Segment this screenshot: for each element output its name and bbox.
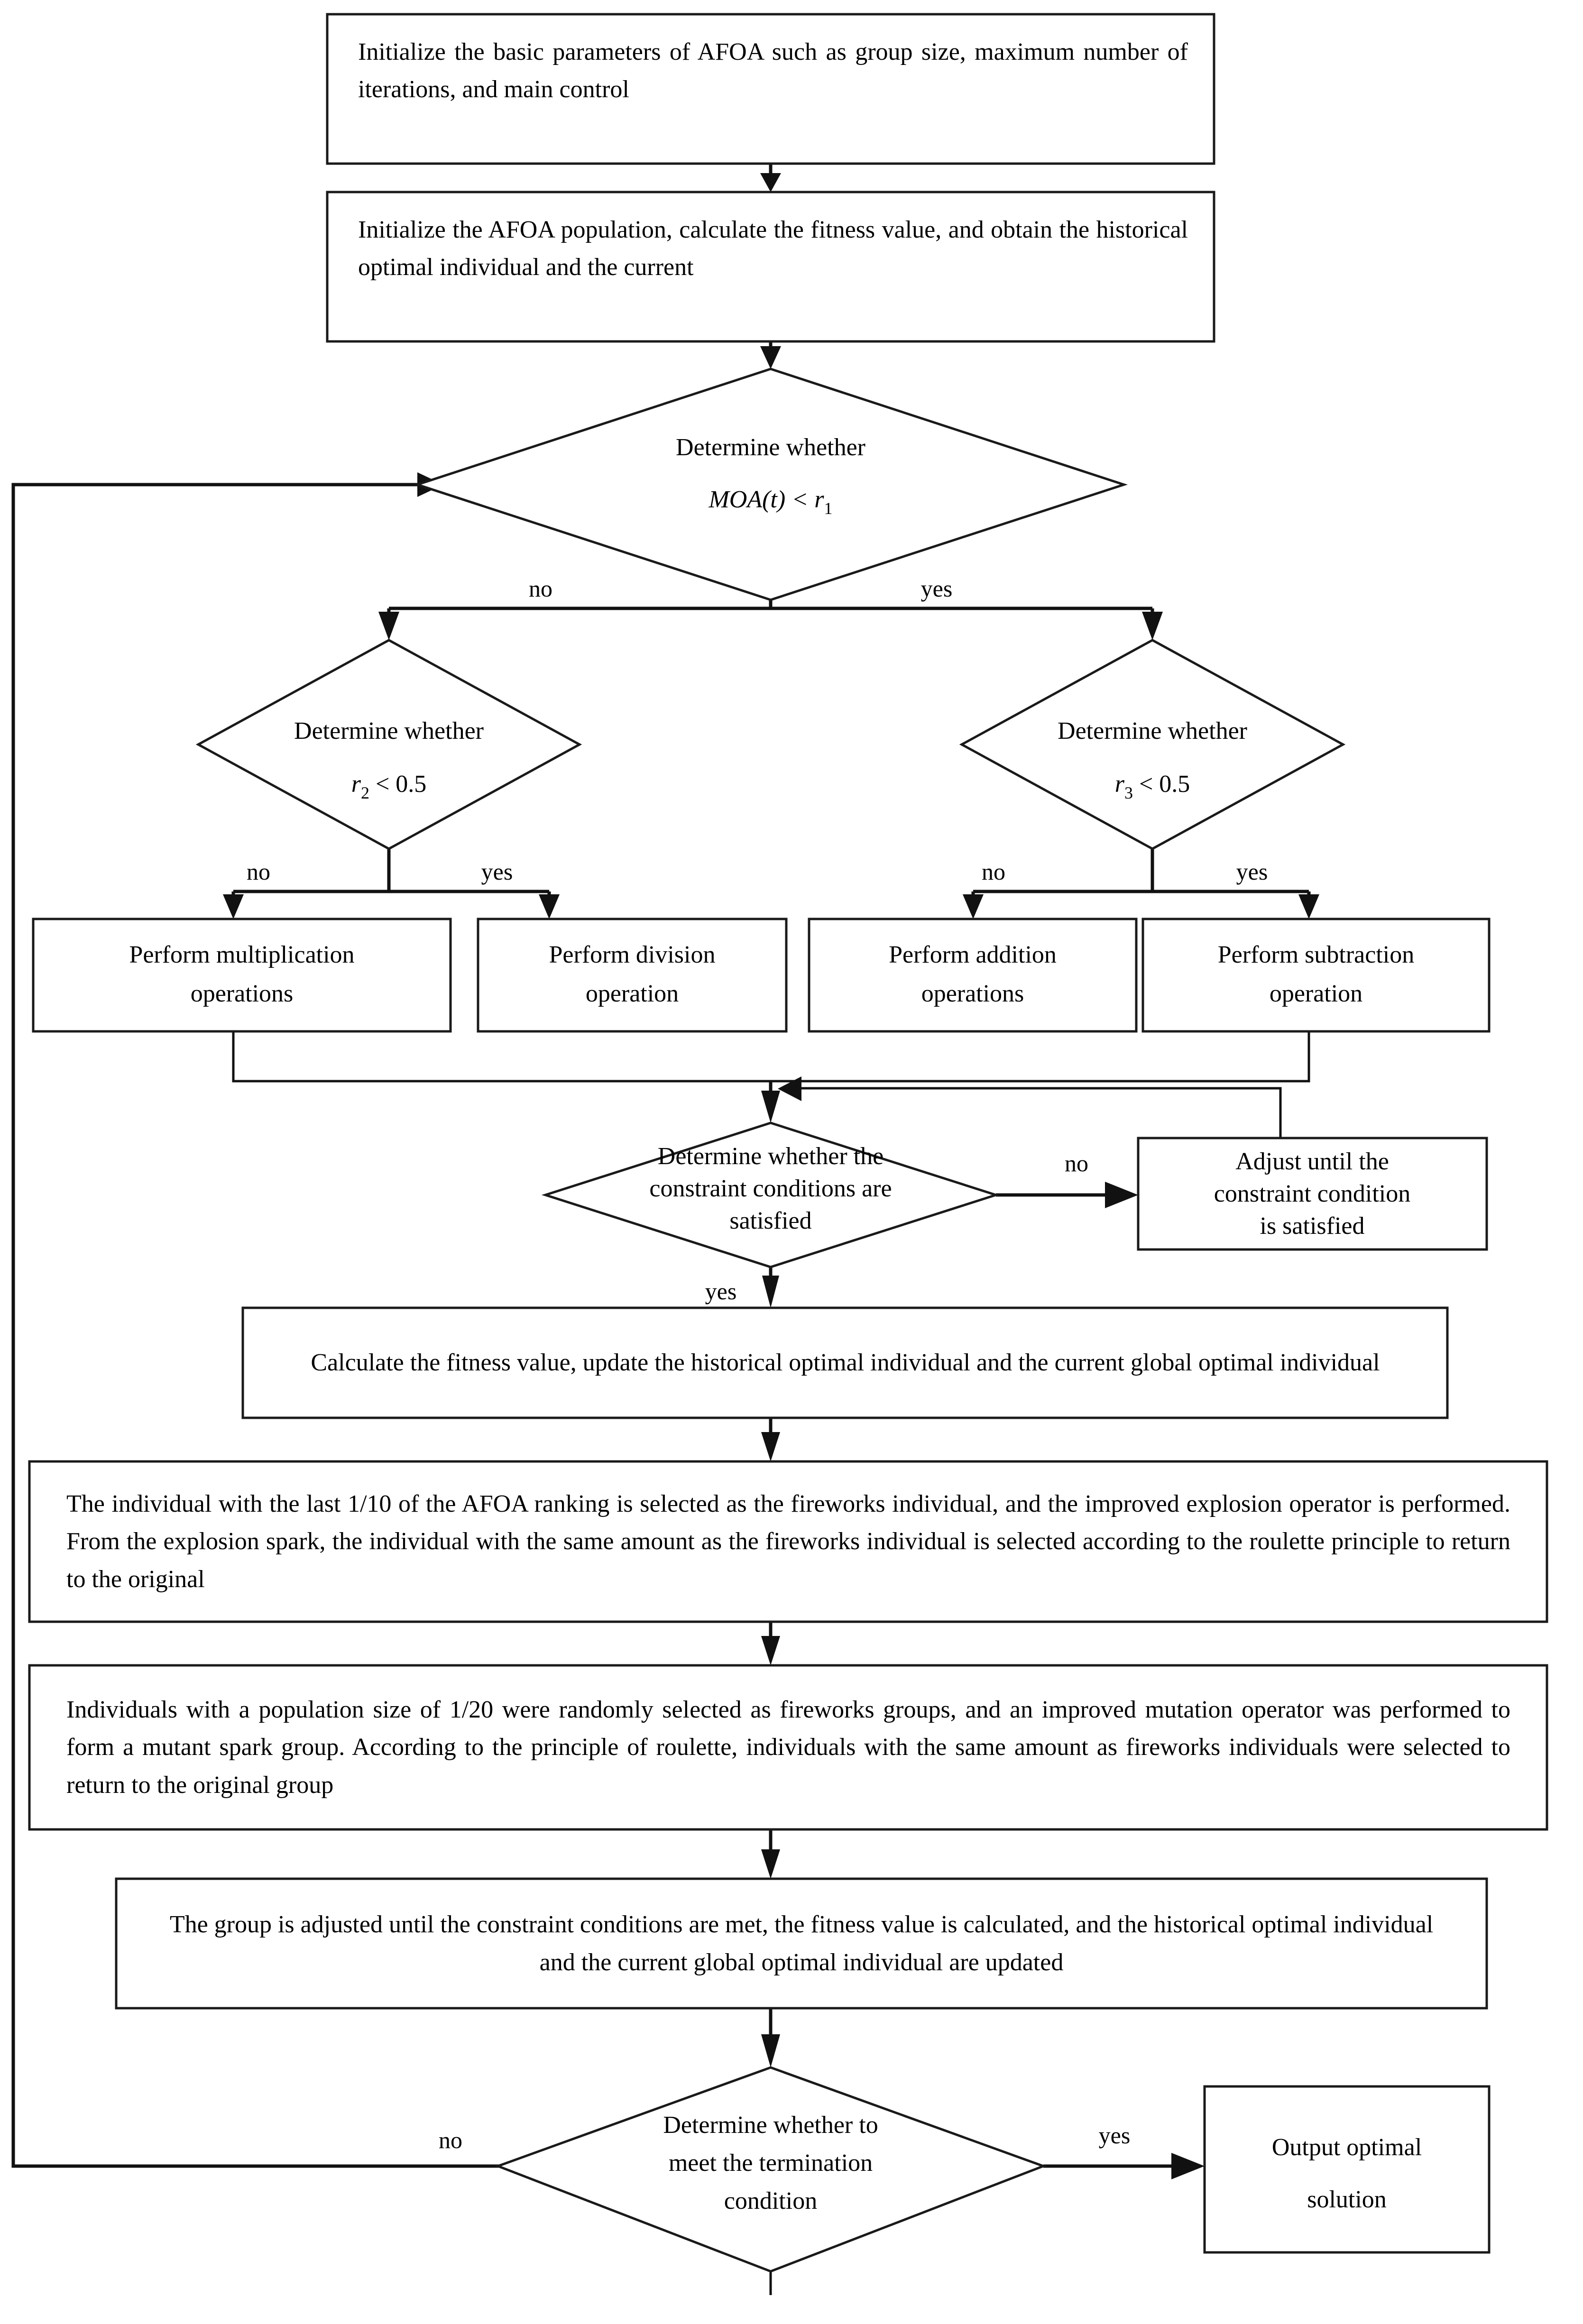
node-calc-fitness bbox=[241, 1306, 1449, 1419]
decision-constraint-line3: satisfied bbox=[729, 1207, 811, 1234]
moa-sym: r bbox=[814, 486, 824, 513]
node-op-division bbox=[477, 918, 788, 1033]
edge-label-r2-yes: yes bbox=[481, 858, 513, 885]
op-addition-line1: Perform addition bbox=[889, 941, 1057, 968]
decision-constraint-line1: Determine whether the bbox=[658, 1143, 884, 1170]
edge-init-params-to-init-population bbox=[760, 164, 781, 192]
moa-prefix: MOA bbox=[708, 486, 762, 513]
edge-termination-yes-to-output bbox=[1043, 2153, 1205, 2179]
adjust-constraint-line3: is satisfied bbox=[1260, 1213, 1365, 1240]
edge-constraint-no-to-adjust bbox=[996, 1182, 1138, 1208]
edge-label-r3-yes: yes bbox=[1236, 858, 1268, 885]
op-multiplication-line1: Perform multiplication bbox=[129, 941, 354, 968]
r3-cmp: < 0.5 bbox=[1133, 771, 1190, 798]
op-subtraction-line2: operation bbox=[1270, 980, 1362, 1007]
edge-operations-merge-to-constraint bbox=[232, 1031, 1310, 1123]
node-decision-r2 bbox=[195, 639, 582, 850]
edge-label-r3-no: no bbox=[982, 858, 1005, 885]
node-op-addition bbox=[808, 918, 1138, 1033]
node-adjust-group bbox=[115, 1877, 1488, 2010]
r3-sub: 3 bbox=[1124, 783, 1133, 802]
edge-label-moa-no: no bbox=[529, 575, 552, 602]
node-decision-moa bbox=[413, 367, 1128, 601]
node-decision-r3 bbox=[959, 639, 1346, 850]
decision-constraint-line2: constraint conditions are bbox=[649, 1175, 892, 1202]
edge-label-constraint-yes: yes bbox=[705, 1278, 737, 1304]
adjust-constraint-line2: constraint condition bbox=[1214, 1180, 1410, 1207]
r2-var: r bbox=[351, 771, 361, 798]
decision-termination-line3: condition bbox=[724, 2187, 817, 2214]
edge-label-termination-yes: yes bbox=[1099, 2122, 1131, 2149]
op-addition-line2: operations bbox=[921, 980, 1024, 1007]
edge-adjust-back-to-merge bbox=[778, 1076, 1282, 1138]
op-multiplication-line2: operations bbox=[191, 980, 294, 1007]
node-init-params bbox=[326, 13, 1215, 165]
node-decision-constraint bbox=[541, 1121, 1000, 1268]
node-op-multiplication bbox=[32, 918, 452, 1033]
r2-sub: 2 bbox=[361, 783, 369, 802]
decision-r2-line1: Determine whether bbox=[294, 717, 484, 744]
node-adjust-constraint bbox=[1137, 1137, 1488, 1251]
edge-init-population-to-decision-moa bbox=[760, 341, 781, 369]
edge-label-constraint-no: no bbox=[1065, 1150, 1088, 1176]
node-decision-termination bbox=[494, 2066, 1047, 2273]
edge-adjust-group-to-termination bbox=[761, 2008, 780, 2067]
edge-label-r2-no: no bbox=[247, 858, 270, 885]
op-subtraction-line1: Perform subtraction bbox=[1218, 941, 1414, 968]
r3-var: r bbox=[1115, 771, 1125, 798]
op-division-line1: Perform division bbox=[549, 941, 716, 968]
decision-moa-line1: Determine whether bbox=[676, 434, 865, 461]
edge-label-moa-yes: yes bbox=[921, 575, 953, 602]
edge-decision-r3-split bbox=[963, 849, 1319, 919]
edge-mutation-to-adjust-group bbox=[761, 1829, 780, 1879]
decision-r3-condition: r3 < 0.5 bbox=[1115, 771, 1190, 802]
edge-explosion-to-mutation bbox=[761, 1622, 780, 1665]
adjust-constraint-line1: Adjust until the bbox=[1235, 1148, 1389, 1175]
node-explosion-operator bbox=[28, 1460, 1548, 1623]
edge-calc-fitness-to-explosion bbox=[761, 1418, 780, 1461]
edge-constraint-yes-to-calc-fitness bbox=[762, 1267, 779, 1308]
decision-termination-line1: Determine whether to bbox=[663, 2112, 878, 2139]
edge-decision-r2-split bbox=[223, 849, 560, 919]
op-division-line2: operation bbox=[586, 980, 679, 1007]
decision-termination-line2: meet the termination bbox=[669, 2149, 873, 2177]
node-op-subtraction bbox=[1141, 918, 1491, 1033]
output-solution-line2: solution bbox=[1307, 2186, 1387, 2213]
moa-sub: 1 bbox=[824, 499, 833, 518]
node-mutation-operator bbox=[28, 1664, 1548, 1831]
decision-moa-condition: MOA(t) < r1 bbox=[708, 486, 832, 518]
node-output-solution bbox=[1203, 2085, 1491, 2254]
moa-var: t bbox=[770, 486, 778, 513]
node-init-population bbox=[326, 191, 1215, 343]
edge-label-termination-no: no bbox=[439, 2127, 462, 2153]
edge-decision-moa-split bbox=[378, 600, 1163, 640]
decision-r3-line1: Determine whether bbox=[1058, 717, 1247, 744]
r2-cmp: < 0.5 bbox=[369, 771, 426, 798]
output-solution-line1: Output optimal bbox=[1272, 2134, 1422, 2161]
decision-r2-condition: r2 < 0.5 bbox=[351, 771, 427, 802]
